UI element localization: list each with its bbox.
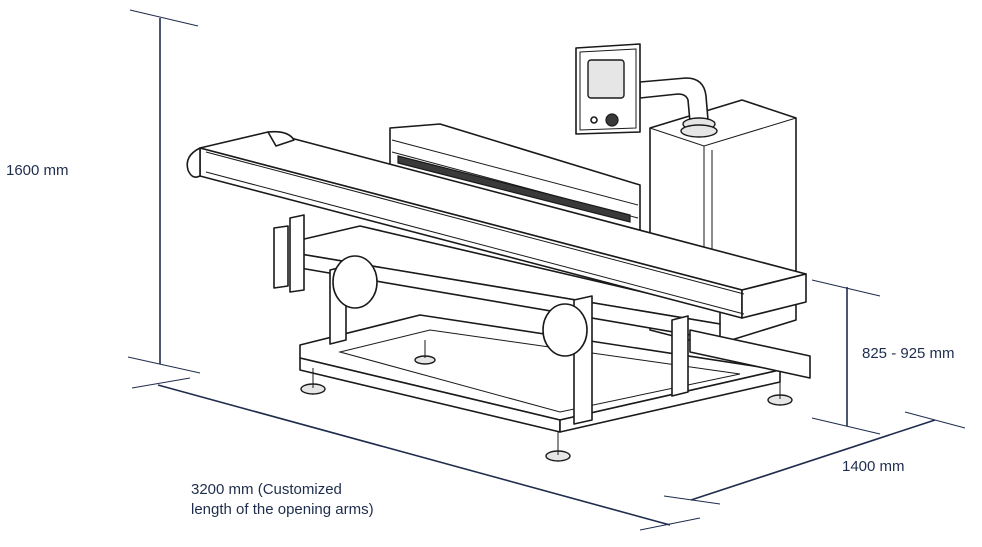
length-line	[157, 384, 671, 526]
height-conveyor-label: 825 - 925 mm	[862, 345, 955, 362]
width-line	[690, 419, 936, 501]
dimension-lines	[127, 9, 966, 531]
width-tick-right	[904, 411, 966, 429]
height-total-tick-bottom	[127, 356, 201, 374]
length-label-line1: 3200 mm (Customized	[191, 481, 342, 498]
length-label-line2: length of the opening arms)	[191, 501, 374, 518]
width-label: 1400 mm	[842, 458, 905, 475]
machine	[186, 43, 811, 462]
height-total-tick-top	[129, 9, 199, 27]
cable-conduit	[639, 77, 718, 138]
height-total-label: 1600 mm	[6, 162, 69, 179]
length-label: 3200 mm (Customized length of the openin…	[191, 480, 461, 520]
rejector-head	[389, 123, 641, 236]
width-tick-left	[663, 495, 721, 505]
control-panel-screen	[587, 59, 625, 99]
height-conveyor-tick-top	[811, 279, 881, 297]
control-panel	[575, 43, 641, 135]
emergency-stop-button	[605, 113, 619, 127]
height-conveyor-tick-bottom	[811, 417, 881, 435]
length-tick-right	[639, 517, 701, 531]
support-frame	[273, 214, 811, 462]
length-tick-left	[131, 377, 191, 389]
conveyor-belt	[186, 130, 807, 319]
